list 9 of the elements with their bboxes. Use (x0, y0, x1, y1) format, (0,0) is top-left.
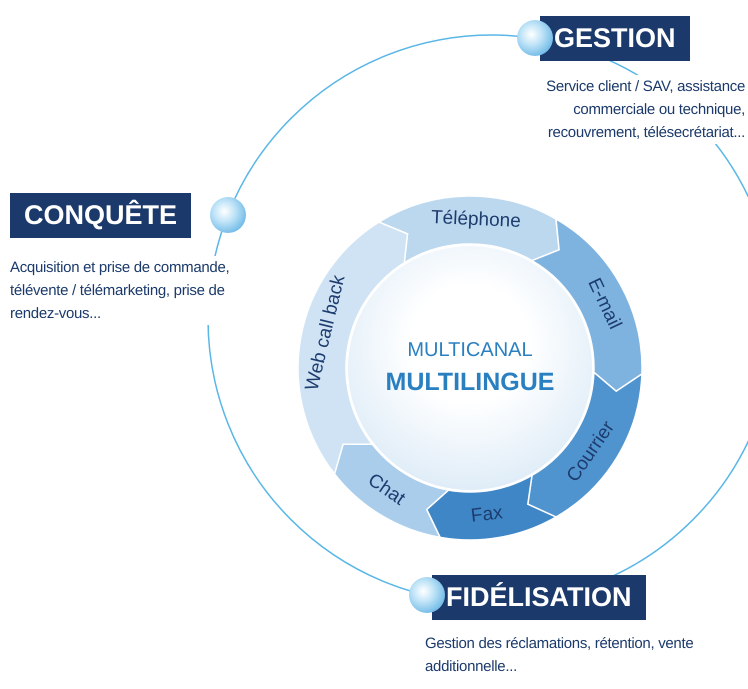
segment-label: Fax (470, 502, 504, 528)
segment-label: Téléphone (431, 207, 522, 234)
segment-label: Chat (363, 470, 410, 510)
center-title: MULTILINGUE (386, 368, 554, 397)
segment-label: Web call back (302, 274, 351, 394)
center-subtitle: MULTICANAL (407, 339, 533, 362)
heading-banner: CONQUÊTE (10, 193, 192, 238)
heading-banner: GESTION (540, 16, 690, 61)
heading-banner: FIDÉLISATION (432, 575, 646, 620)
